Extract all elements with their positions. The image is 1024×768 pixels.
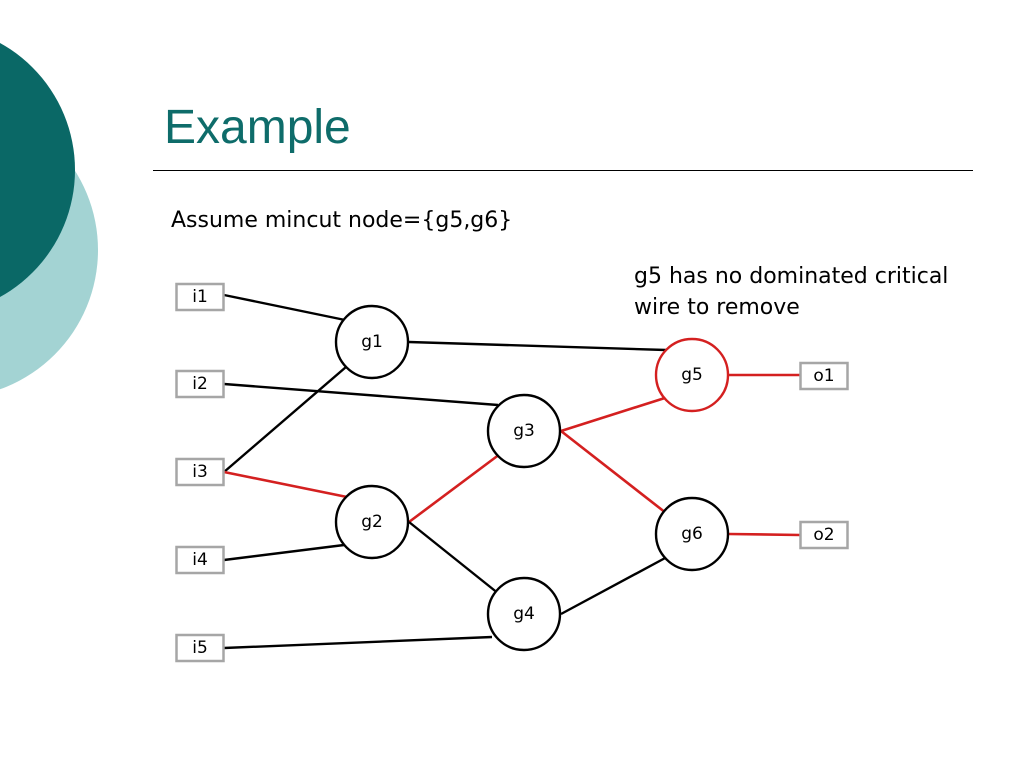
output-box: [799, 361, 849, 391]
output-port-o2: o2: [799, 520, 849, 550]
gate-label: g3: [513, 421, 535, 441]
wire-i3-g1: [223, 366, 347, 473]
gate-circle: [334, 484, 410, 560]
input-port-i5: i5: [175, 633, 225, 663]
gate-node-g1: g1: [334, 304, 410, 380]
g5-note-line-1: g5 has no dominated critical: [634, 264, 949, 289]
gate-circle: [486, 576, 562, 652]
input-box: [175, 282, 225, 312]
wire-i4-g2: [223, 543, 345, 562]
gate-node-g2: g2: [334, 484, 410, 560]
wire-g3-g6: [560, 429, 667, 515]
mincut-assumption-text: Assume mincut node={g5,g6}: [171, 208, 513, 233]
input-label: i5: [192, 638, 208, 658]
gate-label: g5: [681, 365, 703, 385]
input-box: [175, 457, 225, 487]
gate-node-g4: g4: [486, 576, 562, 652]
input-port-i4: i4: [175, 545, 225, 575]
output-box: [799, 520, 849, 550]
gate-node-g5: g5: [654, 337, 730, 413]
gate-node-g6: g6: [654, 496, 730, 572]
output-label: o2: [813, 525, 834, 545]
node-layer: i1 i2 i3 i4 i5 o1 o2 g1 g2 g3 g4 g5 g6: [175, 282, 849, 663]
gate-circle: [486, 393, 562, 469]
output-port-o1: o1: [799, 361, 849, 391]
gate-label: g4: [513, 604, 535, 624]
wire-g3-g5: [560, 395, 669, 433]
input-label: i1: [192, 287, 208, 307]
wire-i5-g4: [223, 635, 493, 650]
input-label: i3: [192, 462, 208, 482]
gate-circle: [654, 496, 730, 572]
wire-i2-g3: [223, 382, 499, 407]
input-port-i1: i1: [175, 282, 225, 312]
gate-node-g3: g3: [486, 393, 562, 469]
wire-i1-g1: [223, 293, 346, 322]
gate-label: g6: [681, 524, 703, 544]
input-box: [175, 369, 225, 399]
g5-note-line-2: wire to remove: [634, 295, 800, 320]
slide-title: Example: [164, 101, 351, 154]
input-label: i4: [192, 550, 208, 570]
output-label: o1: [813, 366, 834, 386]
title-divider: [153, 170, 973, 171]
input-label: i2: [192, 374, 208, 394]
gate-label: g1: [361, 332, 383, 352]
input-box: [175, 545, 225, 575]
input-box: [175, 633, 225, 663]
edge-layer: [223, 293, 801, 650]
gate-circle: [654, 337, 730, 413]
decor-circle-dark: [0, 43, 75, 297]
wire-g2-g3: [408, 452, 501, 524]
gate-circle: [334, 304, 410, 380]
wire-g2-g4: [408, 521, 500, 595]
wire-g1-g5: [408, 340, 667, 352]
input-port-i2: i2: [175, 369, 225, 399]
wire-g4-g6: [560, 555, 668, 616]
wire-i3-g2: [223, 470, 348, 499]
g5-note: g5 has no dominated critical wire to rem…: [634, 261, 1014, 323]
gate-label: g2: [361, 512, 383, 532]
wire-g6-o2: [728, 532, 801, 537]
input-port-i3: i3: [175, 457, 225, 487]
